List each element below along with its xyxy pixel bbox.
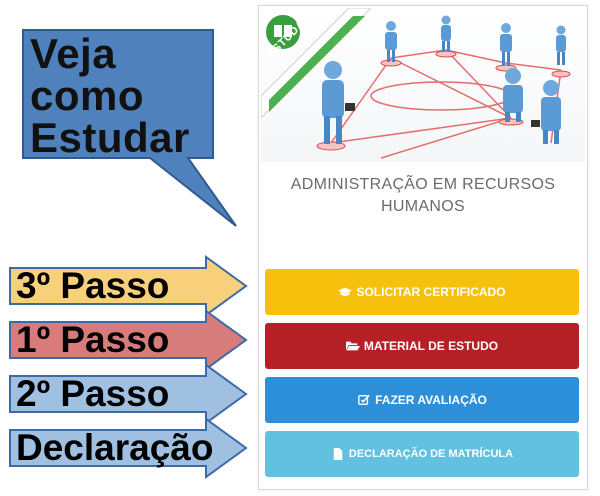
step-arrow-3: 3º Passo xyxy=(8,255,248,317)
study-material-label: MATERIAL DE ESTUDO xyxy=(363,339,499,353)
course-card: ESTUDANDO ADMINISTRAÇÃO EM RECURSOS HUMA… xyxy=(258,5,588,490)
step-label: Declaração xyxy=(16,427,214,468)
arrow-shape-icon xyxy=(9,255,248,317)
request-certificate-label: SOLICITAR CERTIFICADO xyxy=(356,285,506,299)
bubble-line-2: como xyxy=(30,72,145,119)
folder-open-icon xyxy=(345,341,360,351)
person-icon xyxy=(385,21,397,62)
step-label: 3º Passo xyxy=(16,265,170,306)
course-title: ADMINISTRAÇÃO EM RECURSOS HUMANOS xyxy=(259,174,587,218)
course-title-line-1: ADMINISTRAÇÃO EM RECURSOS xyxy=(290,176,556,193)
study-material-button[interactable]: MATERIAL DE ESTUDO xyxy=(265,323,579,369)
file-icon xyxy=(333,448,343,460)
bubble-line-3: Estudar xyxy=(30,114,190,161)
enrollment-declaration-button[interactable]: DECLARAÇÃO DE MATRÍCULA xyxy=(265,431,579,477)
arrow-shape-icon xyxy=(9,417,248,479)
graduation-cap-icon xyxy=(338,287,353,296)
request-certificate-button[interactable]: SOLICITAR CERTIFICADO xyxy=(265,269,579,315)
arrow-shape-icon xyxy=(9,309,248,371)
step-arrow-1: 1º Passo xyxy=(8,309,248,371)
bubble-text: Veja como Estudar xyxy=(30,33,220,159)
take-evaluation-button[interactable]: FAZER AVALIAÇÃO xyxy=(265,377,579,423)
arrow-shape-icon xyxy=(9,363,248,425)
step-arrow-2: 2º Passo xyxy=(8,363,248,425)
bubble-line-1: Veja xyxy=(30,30,117,77)
step-label: 1º Passo xyxy=(16,319,170,360)
edit-check-icon xyxy=(358,394,370,405)
studying-badge xyxy=(261,8,371,118)
enrollment-declaration-label: DECLARAÇÃO DE MATRÍCULA xyxy=(348,448,514,460)
step-arrow-declaration: Declaração xyxy=(8,417,248,479)
step-label: 2º Passo xyxy=(16,373,170,414)
course-title-line-2: HUMANOS xyxy=(381,198,465,215)
take-evaluation-label: FAZER AVALIAÇÃO xyxy=(375,393,487,407)
business-network-illustration xyxy=(316,15,571,159)
course-image: ESTUDANDO xyxy=(261,8,585,162)
book-icon xyxy=(264,13,302,51)
